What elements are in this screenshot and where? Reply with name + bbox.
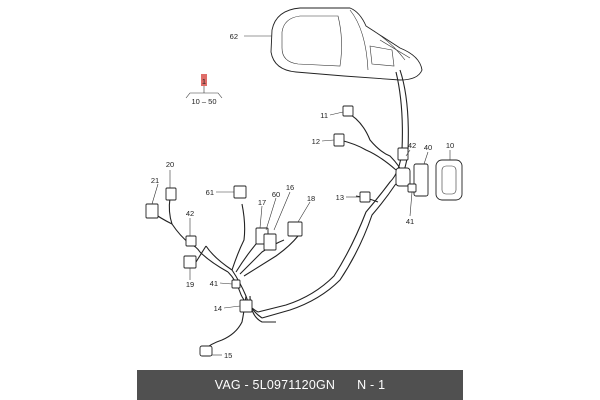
page-indicator: N - 1 xyxy=(357,378,386,392)
callout-17: 17 xyxy=(258,198,266,207)
part-number: VAG - 5L0971120GN xyxy=(214,378,336,392)
mirror-housing xyxy=(270,7,423,81)
callout-19: 19 xyxy=(186,280,194,289)
range-marker-value: 1 xyxy=(202,77,206,86)
callout-14: 14 xyxy=(214,304,222,313)
callout-15: 15 xyxy=(224,351,232,360)
wiring-harness-diagram: 1 10 – 50 62 11 12 42 40 10 13 41 2 xyxy=(145,7,463,360)
callout-13: 13 xyxy=(336,193,344,202)
footer-bar: VAG - 5L0971120GN N - 1 xyxy=(137,370,463,400)
callout-61: 61 xyxy=(206,188,214,197)
callout-16: 16 xyxy=(286,183,294,192)
callout-12: 12 xyxy=(312,137,320,146)
callout-42-left: 42 xyxy=(186,209,194,218)
range-marker-range: 10 – 50 xyxy=(191,97,216,106)
callout-21: 21 xyxy=(151,176,159,185)
callout-labels: 62 11 12 42 40 10 13 41 20 21 61 16 60 1… xyxy=(151,32,454,360)
callout-18: 18 xyxy=(307,194,315,203)
callout-11: 11 xyxy=(320,111,328,120)
range-marker-highlight xyxy=(201,74,207,86)
callout-10: 10 xyxy=(446,141,454,150)
callout-20: 20 xyxy=(166,160,174,169)
callout-42-top: 42 xyxy=(408,141,416,150)
range-marker: 1 10 – 50 xyxy=(185,74,223,106)
callout-60: 60 xyxy=(272,190,280,199)
callout-40: 40 xyxy=(424,143,432,152)
callout-41-left: 41 xyxy=(210,279,218,288)
callout-41-right: 41 xyxy=(406,217,414,226)
callout-62: 62 xyxy=(230,32,238,41)
leader-lines xyxy=(151,35,451,356)
